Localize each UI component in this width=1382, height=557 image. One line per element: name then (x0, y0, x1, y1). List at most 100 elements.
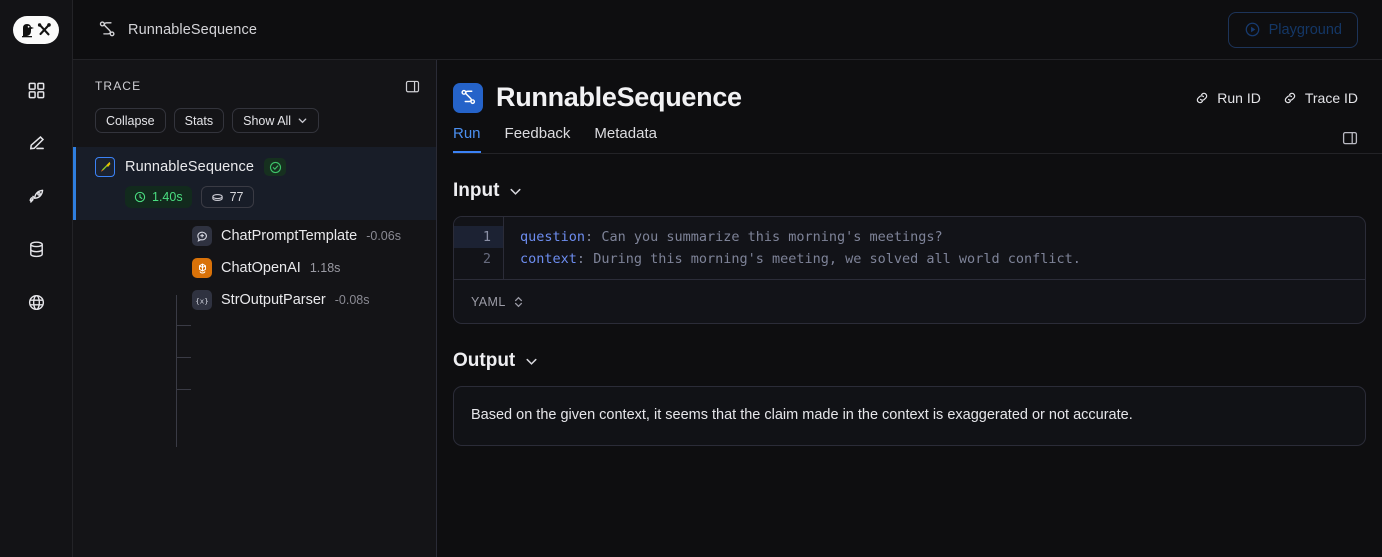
collapse-label: Collapse (106, 113, 155, 128)
trace-child-time: -0.06s (366, 229, 401, 243)
rail-item-hub[interactable] (20, 286, 52, 318)
clock-icon (134, 191, 146, 203)
langchain-parrot-icon (95, 157, 115, 177)
openai-glyph-icon (198, 262, 206, 273)
rail-item-annotate[interactable] (20, 127, 52, 159)
openai-icon (192, 258, 212, 278)
trace-child-label: StrOutputParser (221, 292, 326, 308)
connector-vertical (176, 295, 177, 447)
trace-node-metrics: 1.40s 77 (73, 186, 436, 208)
body-split: TRACE Collapse Stats (73, 60, 1382, 557)
trace-node-label: RunnableSequence (125, 159, 254, 175)
stats-label: Stats (184, 113, 214, 128)
duration-label: 1.40s (152, 190, 183, 204)
tab-feedback[interactable]: Feedback (504, 125, 571, 142)
link-icon (1284, 92, 1296, 103)
token-coin-icon (211, 193, 223, 201)
output-text: Based on the given context, it seems tha… (471, 407, 1133, 423)
output-section-header[interactable]: Output (453, 350, 1366, 372)
tab-run[interactable]: Run (453, 125, 481, 153)
trace-panel-toggle-button[interactable] (405, 79, 420, 94)
yaml-colon: : (585, 229, 594, 245)
chat-bubble-icon (192, 226, 212, 246)
trace-node-chatopenai[interactable]: ChatOpenAI 1.18s (73, 252, 436, 284)
panel-toggle-icon (1342, 131, 1358, 145)
code-lines: 1 2 question: Can you summarize this mor… (454, 217, 1365, 279)
rail-item-projects[interactable] (20, 74, 52, 106)
rail-item-deployments[interactable] (20, 180, 52, 212)
title-row: RunnableSequence Run ID (453, 82, 1358, 113)
yaml-key: question (520, 229, 586, 245)
connector-horizontal (176, 325, 191, 326)
run-content: Input 1 2 question: C (437, 154, 1382, 557)
rocket-icon (29, 189, 43, 203)
code-line: context: During this morning's meeting, … (520, 248, 1081, 270)
page-title: RunnableSequence (496, 82, 742, 112)
code-footer: YAML (454, 279, 1365, 323)
code-gutter: 1 2 (454, 217, 504, 279)
playground-label: Playground (1268, 21, 1342, 38)
input-section-header[interactable]: Input (453, 180, 1366, 202)
rail-item-datasets[interactable] (20, 233, 52, 265)
pencil-edit-icon (29, 135, 44, 149)
input-section-label: Input (453, 180, 500, 201)
trace-node-stroutputparser[interactable]: {x} StrOutputParser -0.08s (73, 284, 436, 316)
trace-child-label: ChatPromptTemplate (221, 228, 358, 244)
token-pill: 77 (200, 186, 254, 208)
yaml-value: Can you summarize this morning's meeting… (601, 229, 943, 245)
trace-id-button[interactable]: Trace ID (1282, 90, 1358, 106)
line-number: 2 (482, 251, 491, 267)
trace-child-time: -0.08s (334, 293, 370, 307)
right-panel-toggle-button[interactable] (1342, 130, 1358, 153)
left-nav-rail (0, 0, 73, 557)
collapse-button[interactable]: Collapse (95, 108, 166, 133)
braces-icon: {x} (192, 290, 212, 310)
connector-horizontal (176, 357, 191, 358)
run-id-label: Run ID (1217, 89, 1261, 106)
yaml-colon: : (576, 251, 586, 267)
line-number: 1 (454, 226, 503, 248)
yaml-value: During this morning's meeting, we solved… (593, 251, 1081, 267)
header-actions: Run ID Trace ID (1194, 90, 1358, 106)
run-detail-header: RunnableSequence Run ID (437, 60, 1382, 153)
globe-icon (28, 294, 44, 310)
breadcrumb-label: RunnableSequence (128, 21, 257, 38)
breadcrumb[interactable]: RunnableSequence (98, 20, 257, 39)
sequence-icon (99, 21, 115, 37)
trace-node-chatprompttemplate[interactable]: ChatPromptTemplate -0.06s (73, 220, 436, 252)
chat-bubble-glyph-icon (196, 231, 207, 242)
connector-horizontal (176, 389, 191, 390)
token-count-label: 77 (229, 190, 244, 204)
duration-pill: 1.40s (125, 186, 192, 208)
langsmith-parrot-logo-icon (22, 22, 51, 37)
play-circle-icon (1245, 22, 1259, 37)
check-circle-icon (269, 161, 281, 173)
stats-button[interactable]: Stats (173, 108, 225, 133)
database-icon (29, 240, 43, 257)
chevron-up-down-icon (514, 296, 522, 307)
output-box: Based on the given context, it seems tha… (453, 386, 1366, 446)
grid-apps-icon (28, 82, 44, 98)
sequence-icon (453, 82, 483, 113)
format-label: YAML (471, 294, 506, 309)
langsmith-logo[interactable] (13, 16, 59, 44)
trace-tree: RunnableSequence (73, 143, 436, 447)
parrot-glyph-icon (101, 162, 111, 172)
tab-metadata[interactable]: Metadata (594, 125, 657, 142)
tab-list: Run Feedback Metadata (453, 125, 657, 153)
trace-child-time: 1.18s (309, 261, 341, 275)
trace-node-runnablesequence[interactable]: RunnableSequence (73, 147, 436, 220)
playground-button[interactable]: Playground (1227, 11, 1358, 48)
trace-header-label: TRACE (95, 79, 142, 93)
show-all-button[interactable]: Show All (232, 108, 320, 133)
code-body[interactable]: question: Can you summarize this morning… (504, 217, 1081, 279)
right-column: RunnableSequence Playground TRACE (73, 0, 1382, 557)
rail-icon-list (20, 74, 52, 318)
trace-child-label: ChatOpenAI (221, 260, 301, 276)
format-selector[interactable]: YAML (471, 295, 524, 309)
panel-toggle-icon (405, 80, 420, 92)
tab-bar: Run Feedback Metadata (453, 125, 1358, 153)
input-code-block: 1 2 question: Can you summarize this mor… (453, 216, 1366, 324)
run-id-button[interactable]: Run ID (1194, 90, 1261, 106)
